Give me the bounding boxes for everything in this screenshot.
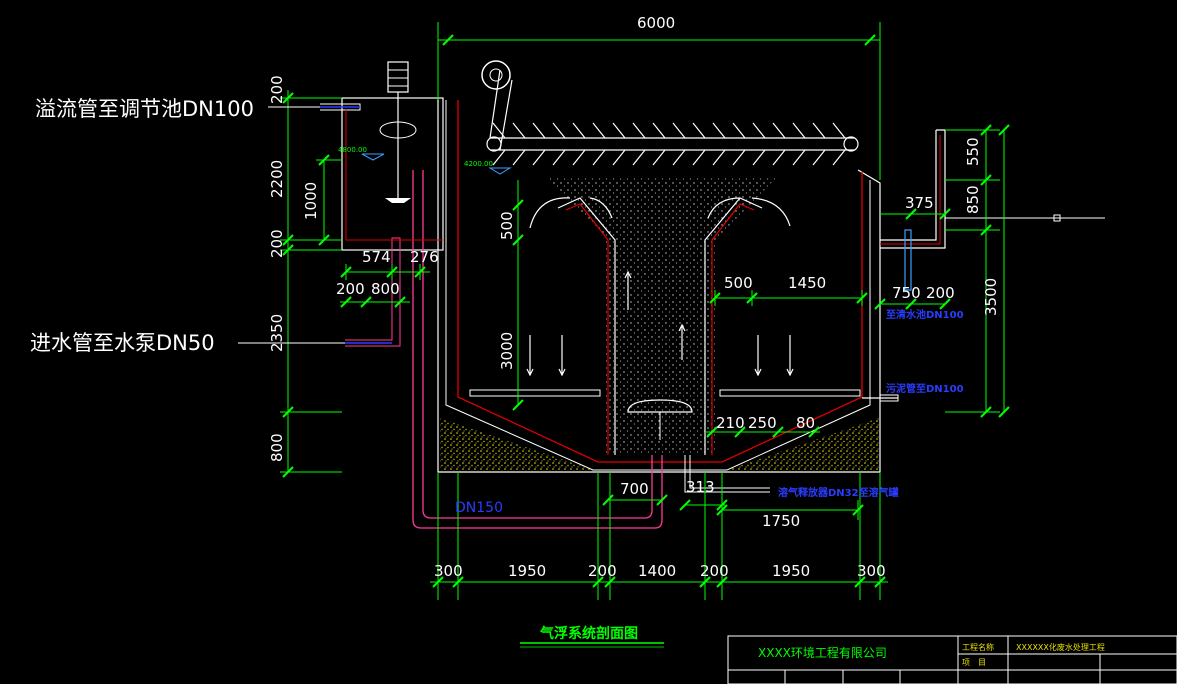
- collector-left: [469, 389, 601, 397]
- dim-bottom-6: 300: [857, 562, 886, 580]
- rotation-icon: [379, 121, 417, 139]
- dim-right-inner-2: 750: [892, 284, 921, 302]
- dim-inner-left-2: 200: [336, 280, 365, 298]
- outlet-weir: [880, 129, 946, 249]
- inlet-pipe-label: 进水管至水泵DN50: [30, 331, 215, 355]
- dimension-labels: 6000 200 2200 1000 200 2350 800 574 276 …: [268, 14, 1000, 580]
- dim-bottom-3: 1400: [638, 562, 676, 580]
- dim-bottom-0: 300: [434, 562, 463, 580]
- dim-top: 6000: [637, 14, 675, 32]
- motor-icon: [387, 61, 409, 93]
- dim-right-inner-4: 375: [905, 194, 934, 212]
- tank-structure: [341, 60, 1105, 473]
- dim-inner-left-0: 574: [362, 248, 391, 266]
- pipe-air: [684, 455, 770, 493]
- dim-left-0: 200: [268, 75, 286, 104]
- bubble-zone: [545, 178, 776, 455]
- skimmer-teeth: [492, 122, 846, 166]
- pipe-dn150-inner: [422, 170, 653, 519]
- center-cone-right: [704, 197, 763, 455]
- dim-right-outer-0: 550: [964, 137, 982, 166]
- dim-bottom-inner-5: 1750: [762, 512, 800, 530]
- level-left-label: 4800.00: [338, 146, 367, 154]
- dim-left-2: 1000: [302, 182, 320, 220]
- dim-right-outer-2: 3500: [982, 278, 1000, 316]
- overflow-pipe-label: 溢流管至调节池DN100: [35, 97, 254, 121]
- mixer: [379, 61, 417, 203]
- dim-left-4: 2350: [268, 314, 286, 352]
- annotations: 溢流管至调节池DN100 进水管至水泵DN50 DN150 至清水池DN100 …: [30, 97, 964, 516]
- outlet-pipe-label: 至清水池DN100: [886, 308, 964, 321]
- title-block: [727, 635, 1177, 684]
- dim-left-3: 200: [268, 229, 286, 258]
- pipe-inlet: [345, 237, 401, 347]
- company-name: XXXX环境工程有限公司: [758, 645, 887, 660]
- dim-bottom-5: 1950: [772, 562, 810, 580]
- project-name-label: 工程名称: [962, 642, 994, 652]
- sludge-fill-left: [440, 418, 596, 471]
- flow-arrows: [526, 197, 794, 377]
- dim-right-inner-0: 500: [724, 274, 753, 292]
- center-cone-left: [557, 197, 616, 455]
- right-drop-pipe: [904, 229, 912, 291]
- item-label: 项 目: [962, 658, 986, 667]
- level-right-label: 4200.00: [464, 160, 493, 168]
- dim-left-1: 2200: [268, 160, 286, 198]
- dim-bottom-2: 200: [588, 562, 617, 580]
- project-name-value: XXXXXX化废水处理工程: [1016, 642, 1105, 652]
- dim-bottom-inner-2: 80: [796, 414, 815, 432]
- dim-bottom-4: 200: [700, 562, 729, 580]
- dim-right-inner-3: 200: [926, 284, 955, 302]
- dim-inner-left-3: 800: [371, 280, 400, 298]
- drawing-title: 气浮系统剖面图: [520, 625, 664, 648]
- dim-center-1: 3000: [498, 332, 516, 370]
- air-pipe-label: 溶气释放器DN32至溶气罐: [778, 486, 899, 499]
- dim-center-0: 500: [498, 211, 516, 240]
- left-chamber: [341, 97, 444, 251]
- dim-bottom-inner-1: 250: [748, 414, 777, 432]
- center-cone-left-red: [565, 203, 609, 455]
- overflow-vertical: [345, 110, 443, 241]
- drawing-title-text: 气浮系统剖面图: [539, 625, 638, 642]
- dimension-lines: [280, 22, 1010, 600]
- air-diffuser: [627, 399, 693, 413]
- pipes: [320, 103, 770, 529]
- dim-bottom-inner-4: 313: [686, 478, 715, 496]
- main-tank-inner-wall-2: [445, 100, 871, 471]
- dim-left-5: 800: [268, 433, 286, 462]
- sludge-fill-right: [724, 418, 879, 471]
- pipe-dn150: [412, 170, 663, 529]
- collector-right: [719, 389, 861, 397]
- dim-bottom-inner-3: 700: [620, 480, 649, 498]
- outlet-weir-red: [880, 135, 941, 245]
- skimmer: [481, 60, 859, 152]
- center-cone-right-red: [711, 203, 755, 455]
- dim-bottom-1: 1950: [508, 562, 546, 580]
- dim-bottom-inner-0: 210: [716, 414, 745, 432]
- dim-right-outer-1: 850: [964, 185, 982, 214]
- sludge-pipe-label: 污泥管至DN100: [886, 382, 964, 395]
- dn150-label: DN150: [455, 500, 503, 516]
- dim-inner-left-1: 276: [410, 248, 439, 266]
- dim-right-inner-1: 1450: [788, 274, 826, 292]
- main-tank-inner-wall: [457, 100, 863, 463]
